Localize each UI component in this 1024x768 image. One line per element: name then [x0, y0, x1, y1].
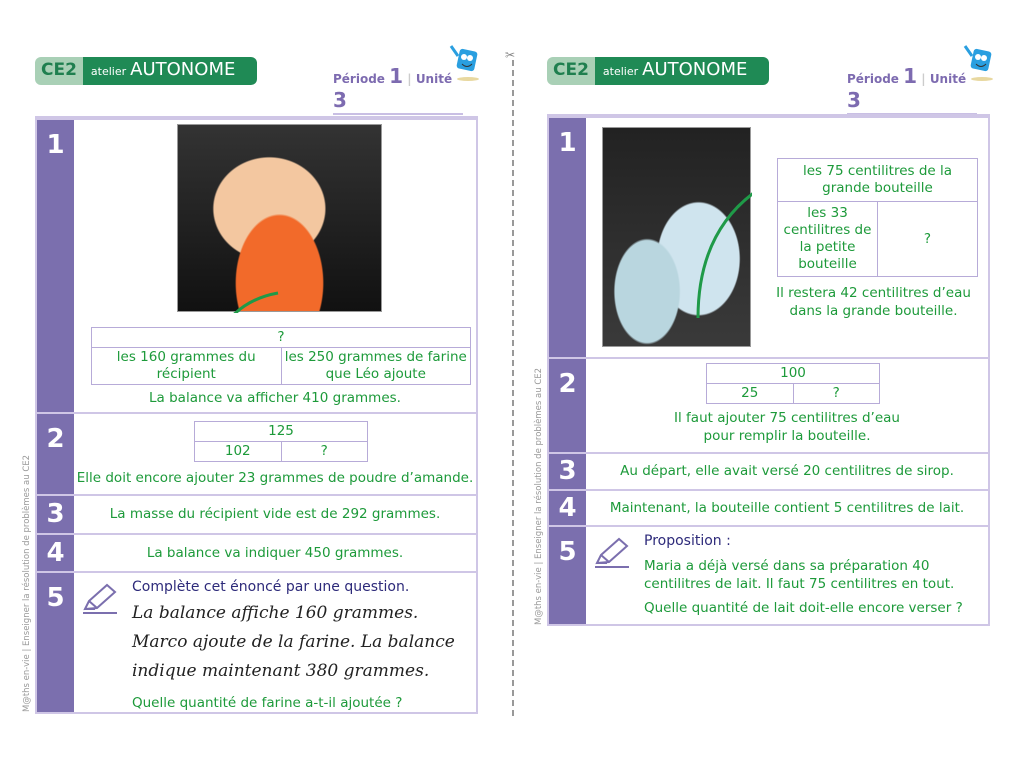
- periode-unite: Période 1 | Unité 3: [333, 64, 463, 115]
- mascot-icon: [449, 45, 479, 81]
- left-row-3: 3 La masse du récipient vide est de 292 …: [37, 494, 476, 533]
- left-row-2: 2 125 102? Elle doit encore ajouter 23 g…: [37, 412, 476, 494]
- right-row-3: 3 Au départ, elle avait versé 20 centili…: [549, 452, 988, 489]
- cut-line: [512, 60, 514, 716]
- bottles-photo: [602, 127, 752, 347]
- handwritten-statement: La balance affiche 160 grammes. Marco aj…: [132, 603, 455, 681]
- periode-unite-right: Période 1 | Unité 3: [847, 64, 977, 115]
- scale-photo: [177, 124, 382, 313]
- right-row-2: 2 100 25? Il faut ajouter 75 centilitres…: [549, 357, 988, 452]
- pencil-icon: [83, 583, 117, 614]
- level-label: CE2: [35, 57, 83, 85]
- side-credit: M@ths en-vie | Enseigner la résolution d…: [22, 454, 32, 712]
- left-row-4: 4 La balance va indiquer 450 grammes.: [37, 533, 476, 571]
- right-row-4: 4 Maintenant, la bouteille contient 5 ce…: [549, 489, 988, 525]
- autonome-label: AUTONOME: [130, 59, 236, 80]
- pencil-icon: [595, 537, 629, 568]
- side-credit-right: M@ths en-vie | Enseigner la résolution d…: [534, 367, 544, 625]
- right-row-5: 5 Proposition : Maria a déjà versé dans …: [549, 525, 988, 624]
- scissors-icon: ✂: [505, 48, 516, 62]
- mascot-icon: [963, 45, 993, 81]
- left-row-5: 5 Complète cet énoncé par une question. …: [37, 571, 476, 712]
- right-exercise-card: 1 les 75 centilitres de la grande boutei…: [547, 114, 990, 626]
- atelier-label: atelier: [90, 65, 127, 78]
- right-row-1: 1 les 75 centilitres de la grande boutei…: [549, 116, 988, 357]
